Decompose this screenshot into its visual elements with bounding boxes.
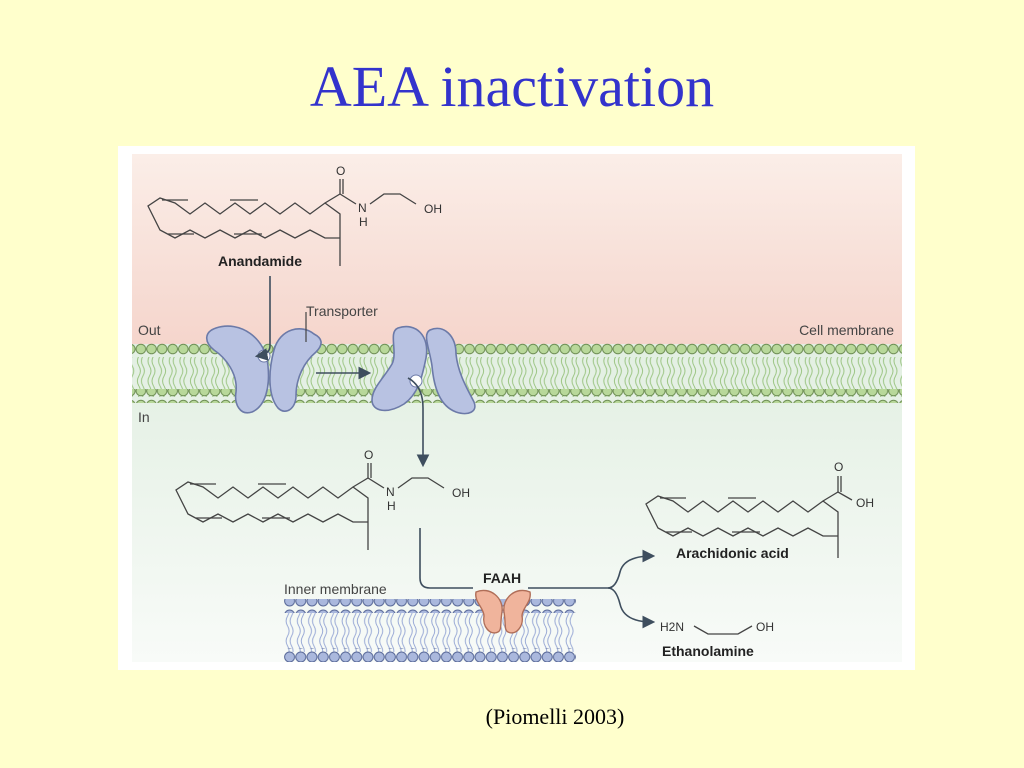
extracellular-region bbox=[132, 154, 902, 344]
pathway-arrows bbox=[254, 276, 656, 629]
membrane-diagram: O N H OH Anandamide Out In Cell membrane… bbox=[132, 154, 902, 662]
anandamide-label: Anandamide bbox=[218, 253, 302, 269]
anandamide-h-atom: H bbox=[359, 215, 368, 229]
intracellular-oh-group: OH bbox=[452, 486, 470, 500]
faah-label: FAAH bbox=[483, 570, 521, 586]
ethanolamine-chain bbox=[693, 625, 753, 635]
ethanolamine-label: Ethanolamine bbox=[662, 643, 754, 659]
arachidonic-oh-group: OH bbox=[856, 496, 874, 510]
anandamide-structure bbox=[147, 179, 417, 266]
cell-membrane-label: Cell membrane bbox=[799, 322, 894, 338]
intracellular-o-atom: O bbox=[364, 448, 373, 462]
transporter-label: Transporter bbox=[306, 303, 378, 319]
arachidonic-acid-label: Arachidonic acid bbox=[676, 545, 789, 561]
anandamide-oh-group: OH bbox=[424, 202, 442, 216]
out-label: Out bbox=[138, 322, 161, 338]
faah-enzyme bbox=[475, 589, 531, 634]
intracellular-n-atom: N bbox=[386, 485, 395, 499]
slide-title: AEA inactivation bbox=[309, 54, 715, 119]
anandamide-o-atom: O bbox=[336, 164, 345, 178]
inner-membrane-bilayer bbox=[284, 599, 576, 662]
arachidonic-acid-structure bbox=[645, 476, 853, 558]
intracellular-h-atom: H bbox=[387, 499, 396, 513]
intracellular-anandamide-structure bbox=[175, 463, 445, 550]
in-label: In bbox=[138, 409, 150, 425]
citation: (Piomelli 2003) bbox=[485, 704, 625, 729]
arachidonic-o-atom: O bbox=[834, 460, 843, 474]
inner-membrane-label: Inner membrane bbox=[284, 581, 387, 597]
ethanolamine-oh-group: OH bbox=[756, 620, 774, 634]
ethanolamine-h2n-group: H2N bbox=[660, 620, 684, 634]
anandamide-n-atom: N bbox=[358, 201, 367, 215]
transporter-protein-inward bbox=[371, 325, 476, 415]
